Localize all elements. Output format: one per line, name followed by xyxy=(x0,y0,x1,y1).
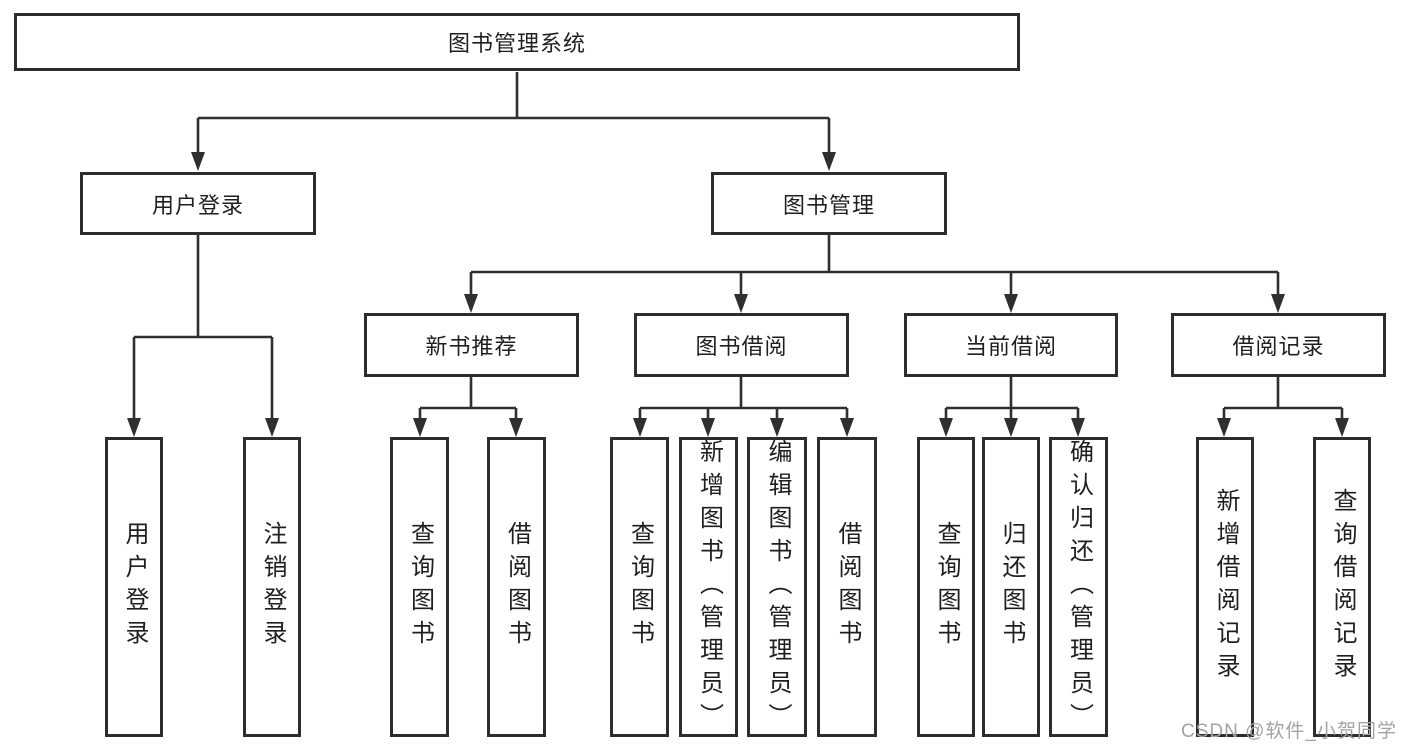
leaf-label: 编辑图书（管理员） xyxy=(764,438,791,736)
node-current-borrowing: 当前借阅 xyxy=(904,313,1118,377)
arrowhead-icons xyxy=(127,152,1349,437)
leaf-logout: 注销登录 xyxy=(243,437,301,737)
node-user-login-branch: 用户登录 xyxy=(80,172,316,235)
leaf-label: 注销登录 xyxy=(259,521,286,653)
leaf-label: 归还图书 xyxy=(998,521,1025,653)
leaf-add-books-admin: 新增图书（管理员） xyxy=(679,437,738,737)
leaf-user-login: 用户登录 xyxy=(105,437,163,737)
leaf-label: 查询图书 xyxy=(406,521,434,653)
node-label: 图书借阅 xyxy=(695,334,788,359)
node-book-management-branch: 图书管理 xyxy=(711,172,947,235)
leaf-add-borrow-record: 新增借阅记录 xyxy=(1196,437,1254,737)
leaf-label: 借阅图书 xyxy=(503,521,531,653)
leaf-return-books: 归还图书 xyxy=(982,437,1040,737)
leaf-label: 用户登录 xyxy=(121,521,148,653)
node-label: 当前借阅 xyxy=(964,334,1057,359)
node-label: 图书管理 xyxy=(782,192,875,218)
leaf-label: 确认归还（管理员） xyxy=(1065,438,1093,736)
leaf-label: 新增图书（管理员） xyxy=(695,438,723,736)
node-root-system: 图书管理系统 xyxy=(14,13,1020,71)
node-root-label: 图书管理系统 xyxy=(447,31,586,56)
node-label: 新书推荐 xyxy=(425,334,518,359)
leaf-borrow-books-1: 借阅图书 xyxy=(487,437,546,737)
leaf-label: 查询图书 xyxy=(933,521,960,653)
leaf-borrow-books-2: 借阅图书 xyxy=(817,437,877,737)
leaf-label: 查询借阅记录 xyxy=(1329,488,1356,686)
node-book-borrowing: 图书借阅 xyxy=(634,313,849,377)
leaf-query-books-2: 查询图书 xyxy=(610,437,669,737)
leaf-edit-books-admin: 编辑图书（管理员） xyxy=(747,437,807,737)
leaf-query-books-1: 查询图书 xyxy=(390,437,449,737)
leaf-label: 借阅图书 xyxy=(834,521,861,653)
leaf-label: 新增借阅记录 xyxy=(1212,488,1239,686)
node-label: 借阅记录 xyxy=(1232,334,1325,359)
leaf-query-borrow-record: 查询借阅记录 xyxy=(1313,437,1371,737)
node-label: 用户登录 xyxy=(151,192,244,218)
leaf-query-books-3: 查询图书 xyxy=(917,437,975,737)
node-borrowing-records: 借阅记录 xyxy=(1171,313,1386,377)
leaf-label: 查询图书 xyxy=(626,521,654,653)
node-new-book-recommend: 新书推荐 xyxy=(364,313,579,377)
leaf-confirm-return-admin: 确认归还（管理员） xyxy=(1049,437,1108,737)
